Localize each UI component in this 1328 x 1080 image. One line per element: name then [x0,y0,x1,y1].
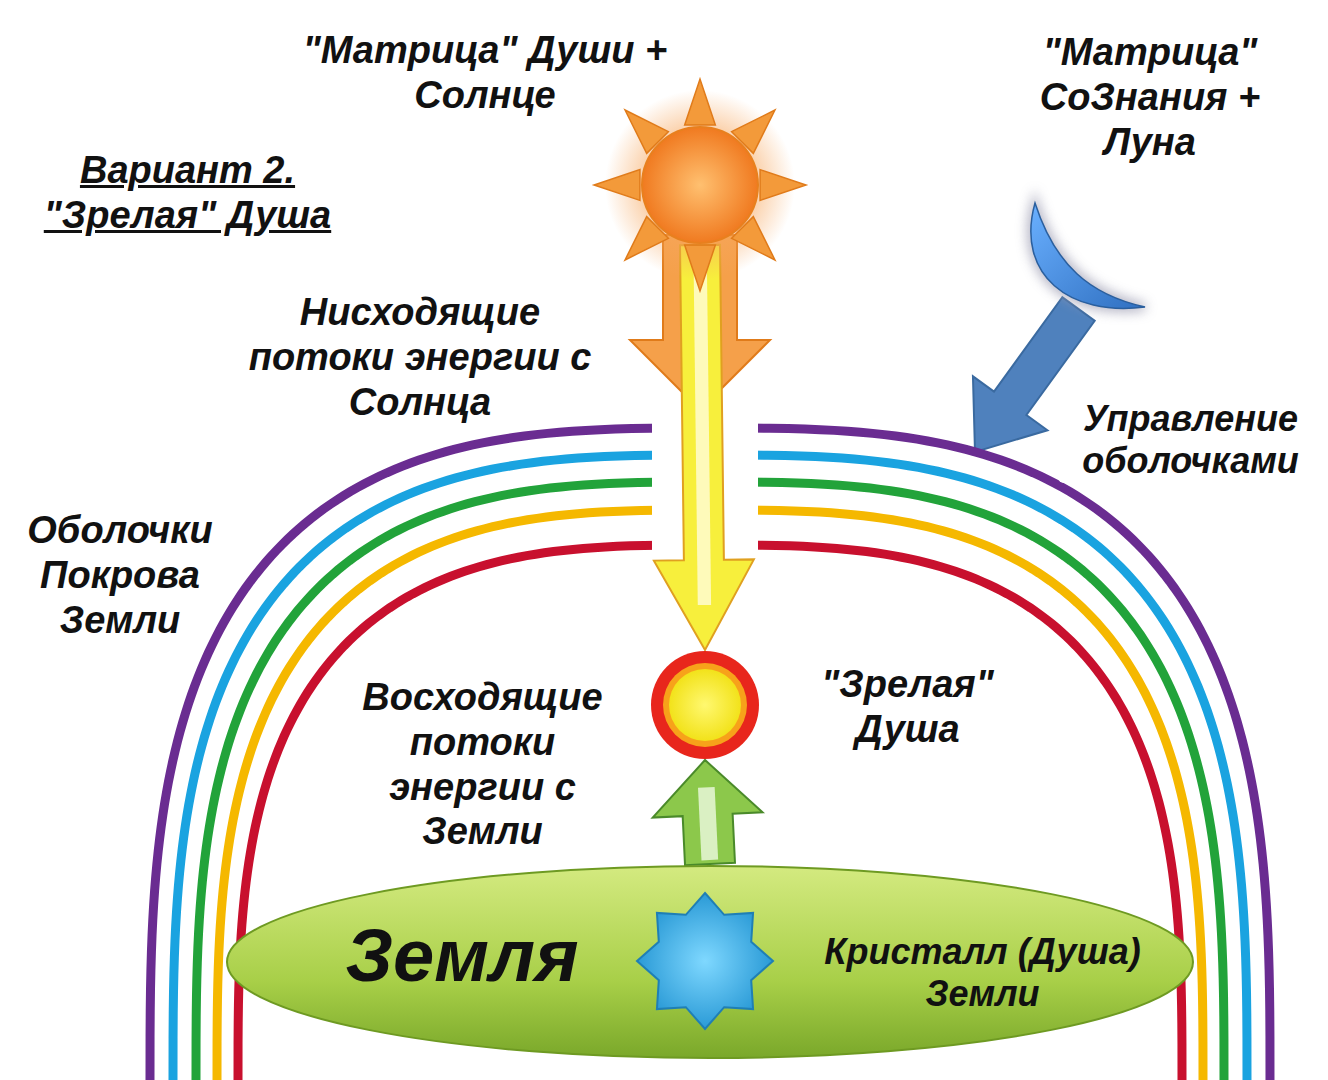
moon-node: "Матрица" СоЗнания + Луна [1020,195,1150,315]
diagram-title: Вариант 2. "Зрелая" Душа [15,148,360,238]
node-label: "Матрица" Души + Солнце [285,28,685,118]
node-label: "Матрица" СоЗнания + Луна [1010,30,1290,164]
node-label: Оболочки Покрова Земли [5,508,235,642]
crystal-star: Кристалл (Душа) Земли [630,886,1190,1036]
moon-crescent [1031,203,1145,308]
soul-core [669,669,741,741]
shell-arc [217,510,1203,1080]
sun-node: "Матрица" Души + Солнце [640,125,760,245]
node-label: Кристалл (Душа) Земли [780,931,1185,1016]
sun-ray [594,170,640,201]
arrow-highlight [706,787,709,860]
node-label: Земля [337,912,587,999]
earth-ellipse: Земля Кристалл (Душа) Земли [225,864,1195,1060]
sun-ray [685,79,716,125]
flow-arrow [654,245,754,650]
soul-circle-outline [650,650,760,760]
sun-ray [760,170,806,201]
shell-arc [196,482,1224,1080]
edge-label: Нисходящие потоки энергии с Солнца [230,290,610,424]
soul-circle: "Зрелая" Душа [650,650,760,760]
sun-ray [685,245,716,291]
flow-arrow [653,760,763,865]
soul-ring [651,651,759,759]
node-label: "Зрелая" Душа [800,662,1015,752]
earth-ellipse-shape [227,866,1193,1058]
sun-node-outline [640,125,760,245]
edge-label: Управление оболочками [1058,398,1323,483]
moon-glow [1031,203,1145,308]
edge-label: Восходящие потоки энергии с Земли [335,675,630,854]
moon-node-outline [1020,195,1150,315]
shell-arc [150,428,1270,1080]
soul-ring-inner [663,663,747,747]
shell-arc [173,455,1247,1080]
crystal-octagram [637,893,773,1029]
sun-core [642,127,758,243]
